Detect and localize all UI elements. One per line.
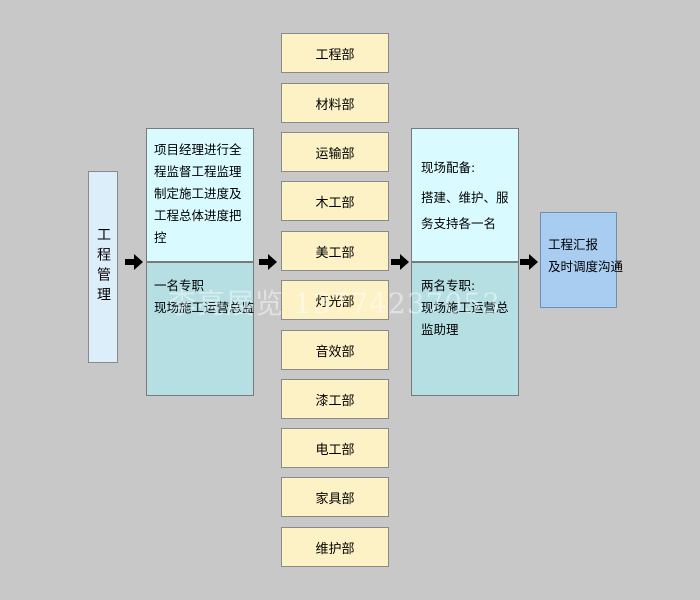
report-line-1: 工程汇报 bbox=[548, 237, 599, 252]
department-audio: 音效部 bbox=[281, 330, 389, 370]
department-painting: 漆工部 bbox=[281, 379, 389, 419]
onsite-staff-text: 搭建、维护、服务支持各一名 bbox=[421, 190, 509, 231]
engineering-management-box: 工程管理 bbox=[88, 171, 118, 363]
department-furniture: 家具部 bbox=[281, 477, 389, 517]
arrow-right-icon bbox=[520, 254, 538, 270]
project-manager-box: 项目经理进行全程监督工程监理制定施工进度及工程总体进度把控 bbox=[146, 128, 254, 262]
full-time-staff-text: 一名专职 bbox=[154, 278, 205, 293]
department-engineering: 工程部 bbox=[281, 33, 389, 73]
assistant-director-box: 两名专职: 现场施工运营总监助理 bbox=[411, 262, 519, 396]
arrow-right-icon bbox=[391, 254, 409, 270]
department-materials: 材料部 bbox=[281, 83, 389, 123]
watermark: 李亮展览 13774237053 bbox=[168, 287, 501, 320]
department-electrical: 电工部 bbox=[281, 428, 389, 468]
project-manager-text: 项目经理进行全程监督工程监理制定施工进度及工程总体进度把控 bbox=[154, 142, 242, 245]
assistant-staff-title: 两名专职: bbox=[421, 278, 476, 293]
department-carpentry: 木工部 bbox=[281, 181, 389, 221]
engineering-management-label: 工程管理 bbox=[95, 227, 111, 307]
department-lighting: 灯光部 bbox=[281, 280, 389, 320]
onsite-staff-box: 现场配备: 搭建、维护、服务支持各一名 bbox=[411, 128, 519, 262]
operations-director-text: 现场施工运营总监 bbox=[154, 300, 255, 315]
assistant-director-text: 现场施工运营总监助理 bbox=[421, 300, 509, 337]
report-box: 工程汇报 及时调度沟通 bbox=[540, 212, 624, 308]
report-line-2: 及时调度沟通 bbox=[548, 259, 624, 274]
department-art: 美工部 bbox=[281, 231, 389, 271]
department-maintenance: 维护部 bbox=[281, 527, 389, 567]
department-transport: 运输部 bbox=[281, 132, 389, 172]
operations-director-box: 一名专职 现场施工运营总监 bbox=[146, 262, 254, 396]
arrow-right-icon bbox=[125, 254, 143, 270]
onsite-staff-title: 现场配备: bbox=[421, 160, 476, 175]
arrow-right-icon bbox=[259, 254, 277, 270]
